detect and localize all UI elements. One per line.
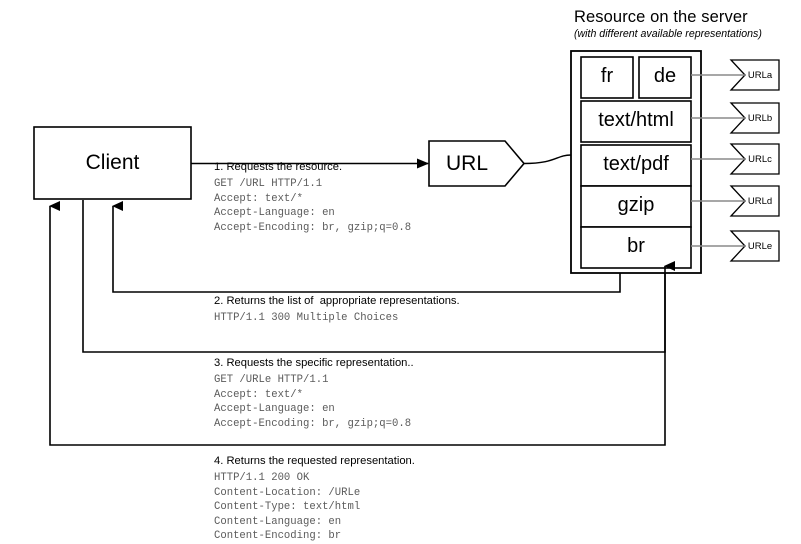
url-tag-label-urld: URLd <box>747 196 773 207</box>
step-2-title: 2. Returns the list of appropriate repre… <box>214 295 460 307</box>
url-tag-label-urlc: URLc <box>748 154 772 165</box>
url-tag-label-urla: URLa <box>747 70 773 81</box>
rep-box-text-html <box>580 100 692 143</box>
flow-4-response-path <box>49 201 666 446</box>
url-node-shape <box>428 140 526 187</box>
rep-box-fr <box>580 56 634 99</box>
url-tag-shape-urlc <box>729 143 780 175</box>
rep-box-de <box>638 56 692 99</box>
step-4-body: HTTP/1.1 200 OK Content-Location: /URLe … <box>214 472 361 543</box>
rep-label-text-html: text/html <box>598 109 674 131</box>
step-3-body: GET /URLe HTTP/1.1 Accept: text/* Accept… <box>214 374 412 430</box>
rep-box-text-pdf <box>580 144 692 187</box>
step-1-title: 1. Requests the resource. <box>214 161 343 173</box>
step-1-body: GET /URL HTTP/1.1 Accept: text/* Accept-… <box>214 178 412 234</box>
url-tag-label-urle: URLe <box>747 241 773 252</box>
url-tag-shape-urla <box>729 59 780 91</box>
server-subtitle: (with different available representation… <box>574 28 762 40</box>
rep-label-br: br <box>627 235 645 257</box>
url-tag-shape-urld <box>729 185 780 217</box>
step-2-body: HTTP/1.1 300 Multiple Choices <box>214 312 399 324</box>
flow-url-to-server-curve <box>523 154 572 165</box>
flow-2-response-path <box>112 201 621 293</box>
rep-label-gzip: gzip <box>617 194 655 216</box>
url-tag-label-urlb: URLb <box>747 113 773 124</box>
server-title: Resource on the server <box>574 8 748 26</box>
step-3-title: 3. Requests the specific representation.… <box>214 357 414 369</box>
url-tag-shape-urle <box>729 230 780 262</box>
client-label: Client <box>85 151 140 174</box>
step-4-title: 4. Returns the requested representation. <box>214 455 415 467</box>
client-box <box>33 126 192 200</box>
url-tag-shape-urlb <box>729 102 780 134</box>
rep-label-text-pdf: text/pdf <box>603 153 669 175</box>
rep-box-gzip <box>580 185 692 228</box>
url-node-label: URL <box>445 152 488 175</box>
rep-label-fr: fr <box>600 65 614 87</box>
rep-label-de: de <box>653 65 677 87</box>
